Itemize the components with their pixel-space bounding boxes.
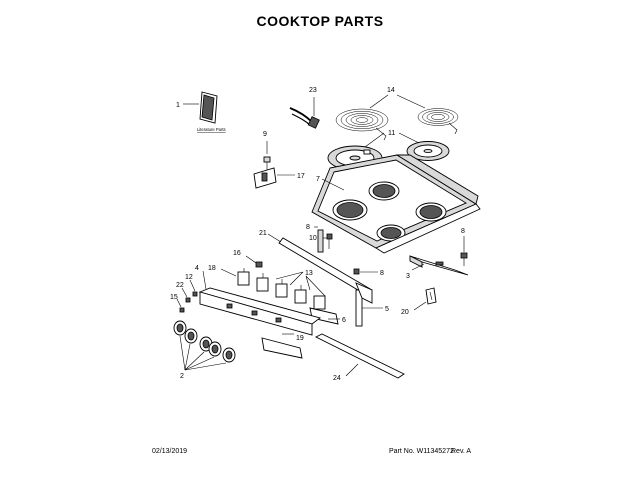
surface-element-large [335,108,389,141]
callout-8c: 8 [461,228,465,235]
page-title: COOKTOP PARTS [256,13,384,29]
callout-16: 16 [233,250,241,257]
literature-booklet: Literature Parts [183,91,226,132]
callout-2: 2 [180,373,184,380]
callout-9: 9 [263,131,267,138]
callout-13: 13 [305,270,313,277]
callout-23: 23 [309,87,317,94]
trim-strip-24 [314,333,405,379]
drip-bowl-small [406,141,450,161]
callout-12: 12 [185,274,193,281]
footer-revision: Rev. A [451,448,472,455]
cooktop-main-top [311,154,481,254]
callout-5: 5 [385,306,389,313]
post-8-left [314,226,324,253]
screw-8-right [460,236,468,266]
control-panel-4 [198,270,322,336]
callout-7: 7 [316,176,320,183]
callout-10: 10 [309,235,317,242]
callout-8b: 8 [380,270,384,277]
callout-21: 21 [259,230,267,237]
control-knobs-2 [173,320,236,371]
callout-19: 19 [296,335,304,342]
rear-bracket-3 [409,255,469,276]
callout-22: 22 [176,282,184,289]
callout-3: 3 [406,273,410,280]
clip-16 [245,255,263,268]
callout-18: 18 [208,265,216,272]
screw-12 [189,279,198,297]
callout-24: 24 [333,375,341,382]
callout-17: 17 [297,173,305,180]
callout-15: 15 [170,294,178,301]
footer-part-number: Part No. W11345272 [389,448,454,455]
bracket-17 [253,167,295,189]
clip-20 [413,287,437,311]
post-5 [355,282,383,327]
callout-6: 6 [342,317,346,324]
callout-11: 11 [388,130,395,137]
footer-date: 02/13/2019 [152,448,188,455]
infinite-switches-13 [237,268,326,310]
callout-14: 14 [387,87,395,94]
trim-19 [261,333,303,359]
screw-22 [181,287,191,303]
screw-15 [176,298,185,313]
wire-harness [289,97,320,129]
callout-4: 4 [195,265,199,272]
screw-8-middle [353,268,378,275]
callout-8a: 8 [306,224,310,231]
switch-bracket-6 [309,307,340,325]
screw-9 [263,141,271,170]
callout-20: 20 [401,309,409,316]
literature-parts-label: Literature Parts [197,127,226,132]
callout-1: 1 [176,102,180,109]
surface-element-small [417,108,459,135]
